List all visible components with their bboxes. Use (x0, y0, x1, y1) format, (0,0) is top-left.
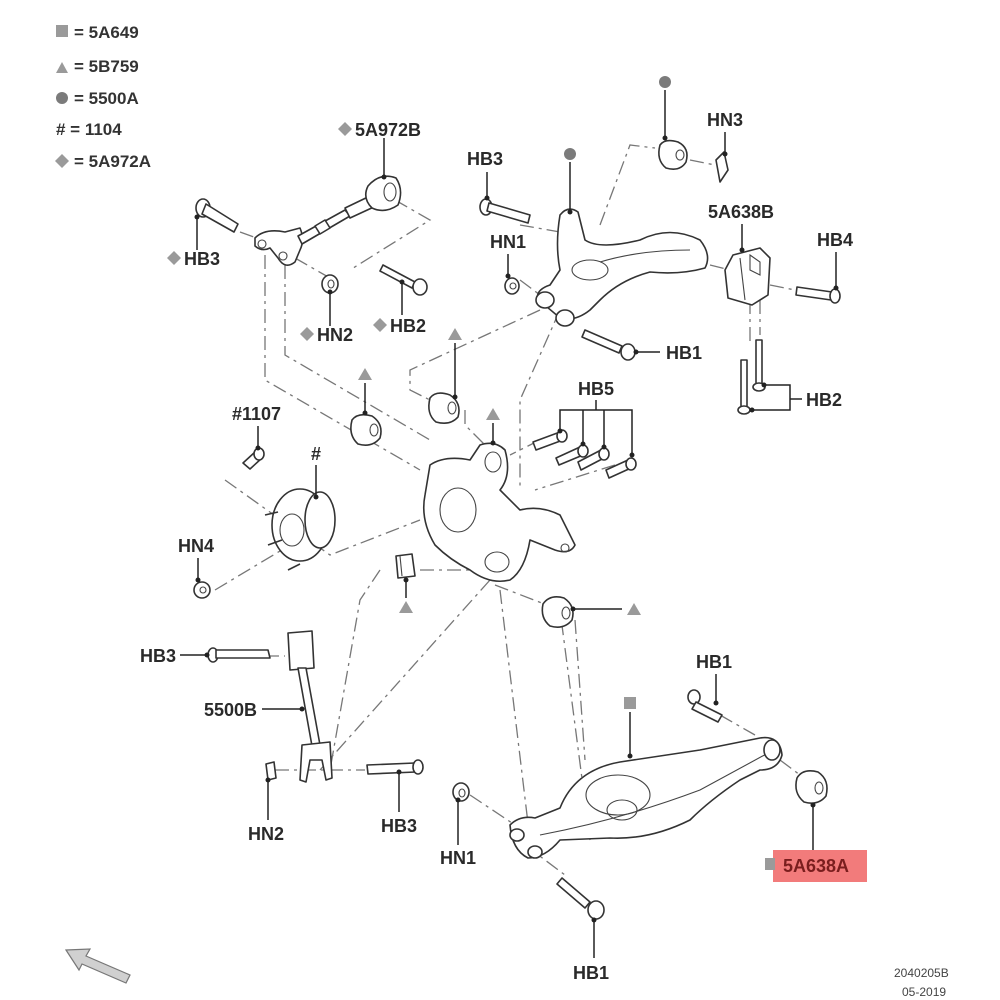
nut-hn2-toe[interactable] (265, 761, 277, 781)
bolt-hb3-upper-arm[interactable] (479, 198, 531, 224)
nut-hn3[interactable] (715, 151, 729, 183)
bolt-hb1-lower-bottom[interactable] (556, 877, 605, 920)
bolts-hb5[interactable] (532, 429, 637, 479)
label-hb5: HB5 (578, 379, 614, 399)
label-1107: #1107 (232, 404, 281, 424)
label-hn1-upper-arm: HN1 (490, 232, 526, 252)
label-hb3-upper-link: HB3 (184, 249, 220, 269)
lower-control-arm[interactable] (509, 736, 783, 859)
legend-item-triangle: = 5B759 (74, 57, 139, 76)
label-hb3-toe-bottom: HB3 (381, 816, 417, 836)
label-5500b: 5500B (204, 700, 257, 720)
nut-hn1-upper-arm[interactable] (504, 277, 520, 295)
label-hn2-upper-link: HN2 (317, 325, 353, 345)
bushing-knuckle-upper-left[interactable] (350, 413, 382, 446)
upper-link-arm[interactable] (254, 175, 402, 266)
label-hb4: HB4 (817, 230, 853, 250)
bushing-knuckle-rear[interactable] (541, 596, 574, 628)
square-icon (56, 25, 68, 37)
bolt-hb1-upper-arm[interactable] (581, 329, 636, 361)
bolt-hb2-upper-link[interactable] (379, 264, 428, 296)
label-5a972b: 5A972B (355, 120, 421, 140)
front-direction-arrow-icon (64, 948, 131, 984)
upper-link-assembly: 5A972B HB3 HN2 HB2 (167, 120, 428, 345)
bolt-hb4[interactable] (795, 286, 841, 304)
label-hb3-upper-arm: HB3 (467, 149, 503, 169)
label-hb1-lower-bottom: HB1 (573, 963, 609, 983)
bolt-hb3-toe-top[interactable] (207, 647, 271, 663)
label-5a638a: 5A638A (783, 856, 849, 876)
bushings (350, 328, 641, 628)
bolt-hb1-lower-top[interactable] (687, 689, 723, 723)
label-hn1-lower: HN1 (440, 848, 476, 868)
diagram-code: 2040205B (894, 966, 949, 980)
label-hn3: HN3 (707, 110, 743, 130)
label-5a638b: 5A638B (708, 202, 774, 222)
label-hb3-toe-top: HB3 (140, 646, 176, 666)
bracket-assembly: 5A638B HB4 HB2 (708, 202, 853, 415)
bushing-upper-arm[interactable] (658, 139, 688, 170)
circle-icon (56, 92, 68, 104)
label-hb1-lower-top: HB1 (696, 652, 732, 672)
toe-link-5500b[interactable] (287, 630, 333, 783)
wheel-hub[interactable] (264, 488, 336, 571)
diagram-date: 05-2019 (902, 985, 946, 999)
legend: = 5A649 = 5B759 = 5500A # = 1104 = 5A972… (55, 23, 151, 171)
bushing-knuckle-lower[interactable] (395, 553, 416, 579)
label-hb2-bracket: HB2 (806, 390, 842, 410)
square-icon (624, 697, 636, 709)
hub-assembly: #1107 # HN4 (178, 404, 336, 599)
triangle-icon (56, 62, 68, 73)
lower-arm-assembly: HB1 HN1 HB1 5A638A (440, 652, 867, 983)
label-hub-hash: # (311, 444, 321, 464)
legend-item-hash: # = 1104 (56, 120, 122, 139)
label-hn2-toe: HN2 (248, 824, 284, 844)
legend-item-square: = 5A649 (74, 23, 139, 42)
knuckle[interactable] (422, 442, 576, 583)
label-hb2-upper-link: HB2 (390, 316, 426, 336)
legend-item-diamond: = 5A972A (74, 152, 151, 171)
diamond-icon (55, 154, 69, 168)
label-hb1-upper-arm: HB1 (666, 343, 702, 363)
knuckle-assembly: HB5 (422, 379, 637, 583)
legend-item-circle: = 5500A (74, 89, 139, 108)
bolt-hb3-upper-link[interactable] (195, 198, 239, 233)
toe-link-assembly: HB3 5500B HN2 HB3 (140, 630, 424, 844)
highlight-5a638a[interactable] (773, 850, 867, 882)
bracket-5a638b[interactable] (724, 247, 771, 306)
bolt-1107[interactable] (242, 447, 265, 470)
upper-arm-assembly: HB3 HN1 HN3 HB1 (467, 76, 743, 363)
label-hn4: HN4 (178, 536, 214, 556)
bolts-hb2-bracket[interactable] (737, 339, 766, 415)
bolt-hb3-toe-bottom[interactable] (366, 759, 424, 775)
upper-control-arm[interactable] (535, 208, 709, 327)
nut-hn4[interactable] (193, 581, 211, 599)
bushing-5a638a[interactable] (795, 770, 828, 804)
bushing-knuckle-upper-right[interactable] (428, 392, 460, 424)
nut-hn1-lower[interactable] (452, 782, 470, 802)
